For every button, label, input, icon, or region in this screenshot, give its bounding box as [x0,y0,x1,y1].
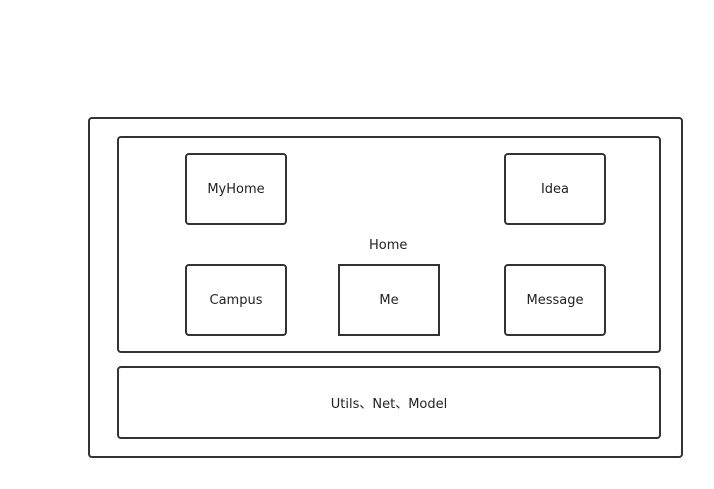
module-me: Me [338,264,440,336]
module-campus: Campus [185,264,287,336]
base-layer-box: Utils、Net、Model [117,366,661,439]
module-myhome: MyHome [185,153,287,225]
module-message: Message [504,264,606,336]
home-layer-label: Home [369,238,408,253]
module-idea: Idea [504,153,606,225]
